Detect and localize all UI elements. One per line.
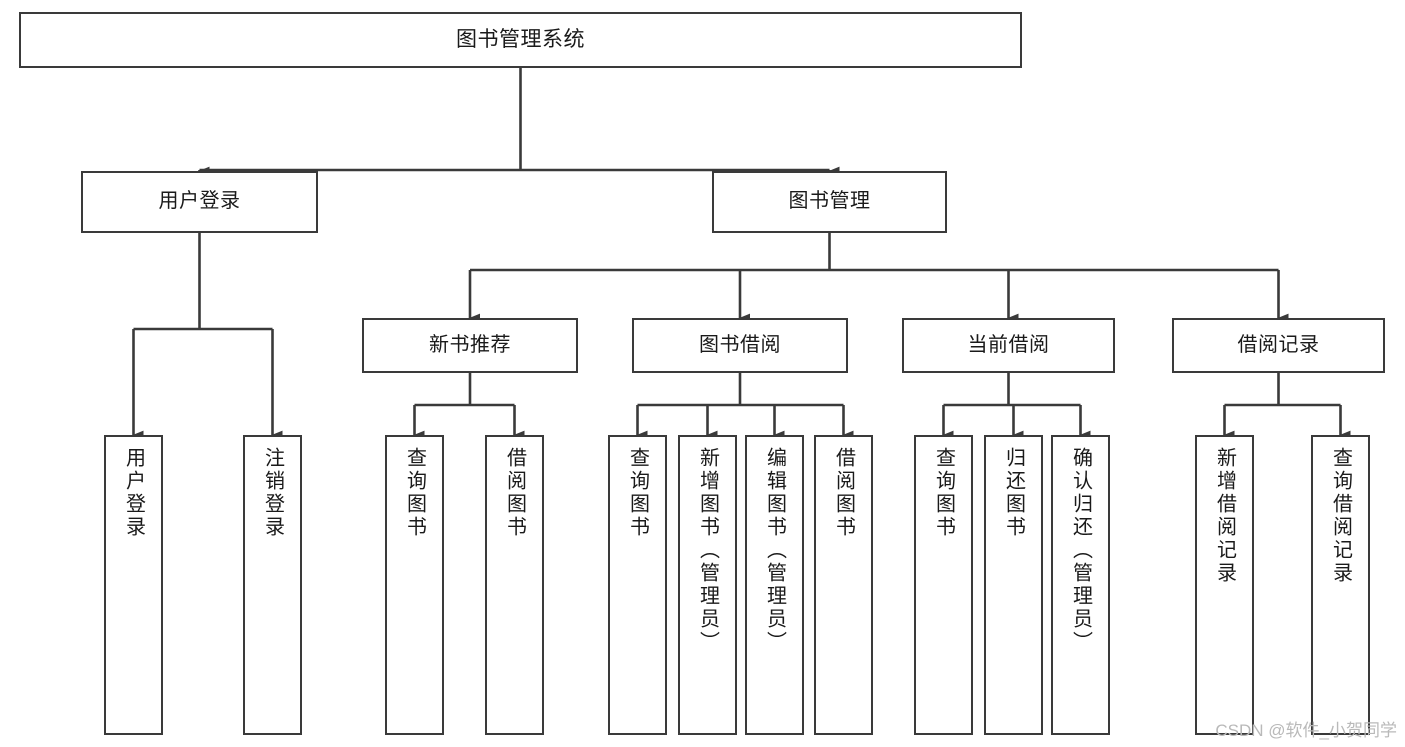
leaf-add-borrow-record-label: 新增借阅记录 [1213, 447, 1236, 585]
leaf-query-borrow-record-label: 查询借阅记录 [1329, 447, 1352, 585]
leaf-user-login-label: 用户登录 [122, 447, 145, 539]
node-book-management-label: 图书管理 [788, 190, 871, 213]
node-new-book-recommend[interactable]: 新书推荐 [362, 318, 578, 373]
node-user-login-label: 用户登录 [158, 190, 241, 213]
leaf-borrow-book-label: 借阅图书 [832, 447, 855, 539]
node-root-label: 图书管理系统 [456, 27, 585, 51]
leaf-query-borrow-record[interactable]: 查询借阅记录 [1311, 435, 1370, 735]
leaf-edit-book-label: 编辑图书（管理员） [763, 447, 786, 654]
node-borrow-record[interactable]: 借阅记录 [1172, 318, 1385, 373]
leaf-edit-book[interactable]: 编辑图书（管理员） [745, 435, 804, 735]
node-root[interactable]: 图书管理系统 [19, 12, 1022, 68]
node-user-login[interactable]: 用户登录 [81, 171, 318, 233]
leaf-query-book-borrow[interactable]: 查询图书 [608, 435, 667, 735]
node-book-management[interactable]: 图书管理 [712, 171, 947, 233]
node-book-borrow[interactable]: 图书借阅 [632, 318, 848, 373]
leaf-query-book-recommend[interactable]: 查询图书 [385, 435, 444, 735]
leaf-add-book-label: 新增图书（管理员） [696, 447, 719, 654]
leaf-query-book-current[interactable]: 查询图书 [914, 435, 973, 735]
leaf-add-borrow-record[interactable]: 新增借阅记录 [1195, 435, 1254, 735]
leaf-user-logout-label: 注销登录 [261, 447, 284, 539]
leaf-return-book[interactable]: 归还图书 [984, 435, 1043, 735]
leaf-borrow-book-recommend-label: 借阅图书 [503, 447, 526, 539]
leaf-borrow-book[interactable]: 借阅图书 [814, 435, 873, 735]
leaf-confirm-return[interactable]: 确认归还（管理员） [1051, 435, 1110, 735]
leaf-query-book-borrow-label: 查询图书 [626, 447, 649, 539]
node-book-borrow-label: 图书借阅 [699, 333, 781, 356]
leaf-query-book-current-label: 查询图书 [932, 447, 955, 539]
leaf-query-book-recommend-label: 查询图书 [403, 447, 426, 539]
node-borrow-record-label: 借阅记录 [1237, 333, 1320, 356]
leaf-borrow-book-recommend[interactable]: 借阅图书 [485, 435, 544, 735]
leaf-user-logout[interactable]: 注销登录 [243, 435, 302, 735]
leaf-confirm-return-label: 确认归还（管理员） [1069, 447, 1092, 654]
leaf-add-book[interactable]: 新增图书（管理员） [678, 435, 737, 735]
leaf-return-book-label: 归还图书 [1002, 447, 1025, 539]
node-current-borrow[interactable]: 当前借阅 [902, 318, 1115, 373]
leaf-user-login[interactable]: 用户登录 [104, 435, 163, 735]
node-new-book-recommend-label: 新书推荐 [429, 333, 511, 356]
node-current-borrow-label: 当前借阅 [967, 333, 1050, 356]
